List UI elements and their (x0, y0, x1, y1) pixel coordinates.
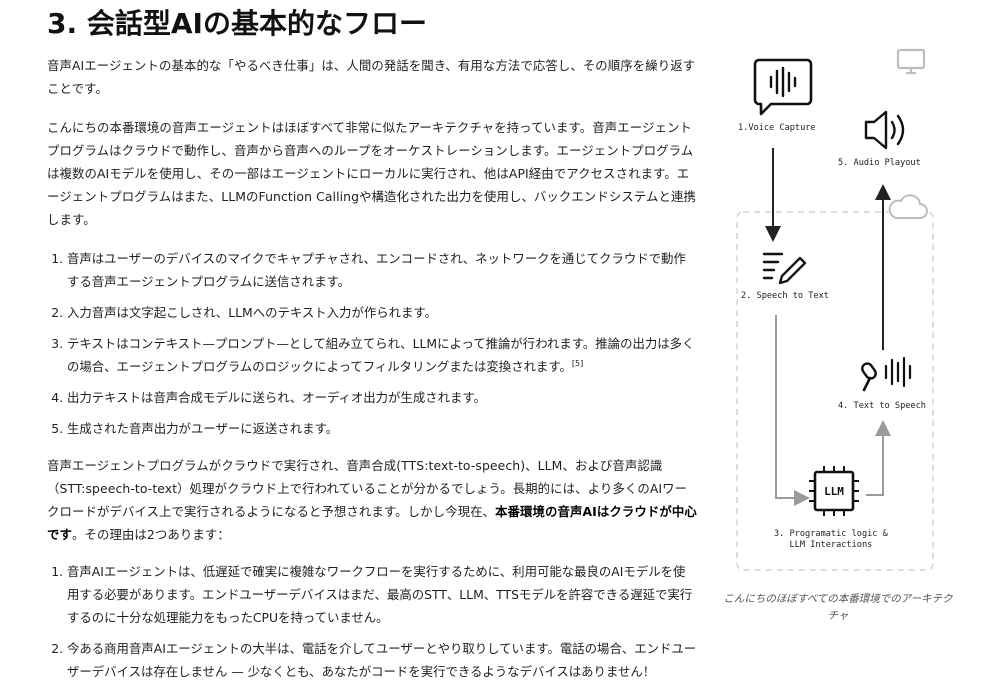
list-item: 今ある商用音声AIエージェントの大半は、電話を介してユーザーとやり取りしています… (67, 637, 697, 683)
label-voice-capture: 1.Voice Capture (738, 123, 816, 133)
step-text: 入力音声は文字起こしされ、LLMへのテキスト入力が作られます。 (67, 305, 437, 320)
pipeline-steps-list: 音声はユーザーのデバイスのマイクでキャプチャされ、エンコードされ、ネットワークを… (47, 247, 697, 440)
label-audio-playout: 5. Audio Playout (838, 158, 921, 168)
microphone-waveform-icon (861, 356, 912, 392)
label-speech-to-text: 2. Speech to Text (741, 291, 829, 301)
diagram-canvas: LLM (736, 48, 934, 571)
label-llm-interactions: 3. Programatic logic & LLM Interactions (774, 529, 888, 550)
speech-bubble-waveform-icon (753, 58, 813, 116)
list-item: 音声はユーザーのデバイスのマイクでキャプチャされ、エンコードされ、ネットワークを… (67, 247, 697, 293)
article: 3. 会話型AIの基本的なフロー 音声AIエージェントの基本的な「やるべき仕事」… (47, 0, 697, 691)
cloud-boundary (736, 211, 934, 571)
arrow-stt-to-llm (775, 315, 810, 506)
list-item: 出力テキストは音声合成モデルに送られ、オーディオ出力が生成されます。 (67, 386, 697, 409)
cloud-icon (888, 194, 928, 219)
step-text: 生成された音声出力がユーザーに返送されます。 (67, 421, 339, 436)
llm-chip-icon: LLM (809, 466, 859, 516)
cloud-paragraph-tail: 。その理由は2つあります： (71, 527, 230, 542)
section-heading: 3. 会話型AIの基本的なフロー (47, 7, 427, 40)
label-text-to-speech: 4. Text to Speech (838, 401, 926, 411)
architecture-paragraph: こんにちの本番環境の音声エージェントはほぼすべて非常に似たアーキテクチャを持って… (47, 120, 696, 227)
arrow-llm-to-tts (866, 420, 891, 496)
list-item: 生成された音声出力がユーザーに返送されます。 (67, 417, 697, 440)
monitor-icon (896, 48, 926, 75)
architecture-diagram: LLM 1.Voice Capture 5. Audio Playout 2. … (720, 40, 960, 600)
cloud-paragraph-emphasis: 本番環境の音声AIはクラウドが中心です (47, 504, 697, 542)
reasons-list: 音声AIエージェントは、低遅延で確実に複雑なワークフローを実行するために、利用可… (47, 560, 697, 683)
step-text: 音声はユーザーのデバイスのマイクでキャプチャされ、エンコードされ、ネットワークを… (67, 251, 686, 289)
intro-paragraph: 音声AIエージェントの基本的な「やるべき仕事」は、人間の発話を聞き、有用な方法で… (47, 58, 696, 96)
text-pen-icon (762, 252, 807, 285)
speaker-icon (864, 110, 905, 150)
chip-text: LLM (824, 485, 844, 498)
cloud-paragraph: 音声エージェントプログラムがクラウドで実行され、音声合成(TTS:text-to… (47, 454, 697, 546)
cloud-paragraph-text: 音声エージェントプログラムがクラウドで実行され、音声合成(TTS:text-to… (47, 458, 688, 519)
list-item: 入力音声は文字起こしされ、LLMへのテキスト入力が作られます。 (67, 301, 697, 324)
list-item: テキストはコンテキスト—プロンプト—として組み立てられ、LLMによって推論が行わ… (67, 332, 697, 378)
step-text: テキストはコンテキスト—プロンプト—として組み立てられ、LLMによって推論が行わ… (67, 336, 695, 374)
list-item: 音声AIエージェントは、低遅延で確実に複雑なワークフローを実行するために、利用可… (67, 560, 697, 629)
figure-caption: こんにちのほぼすべての本番環境でのアーキテクチャ (723, 593, 953, 622)
footnote-link[interactable]: [5] (571, 358, 584, 368)
step-text: 出力テキストは音声合成モデルに送られ、オーディオ出力が生成されます。 (67, 390, 486, 405)
